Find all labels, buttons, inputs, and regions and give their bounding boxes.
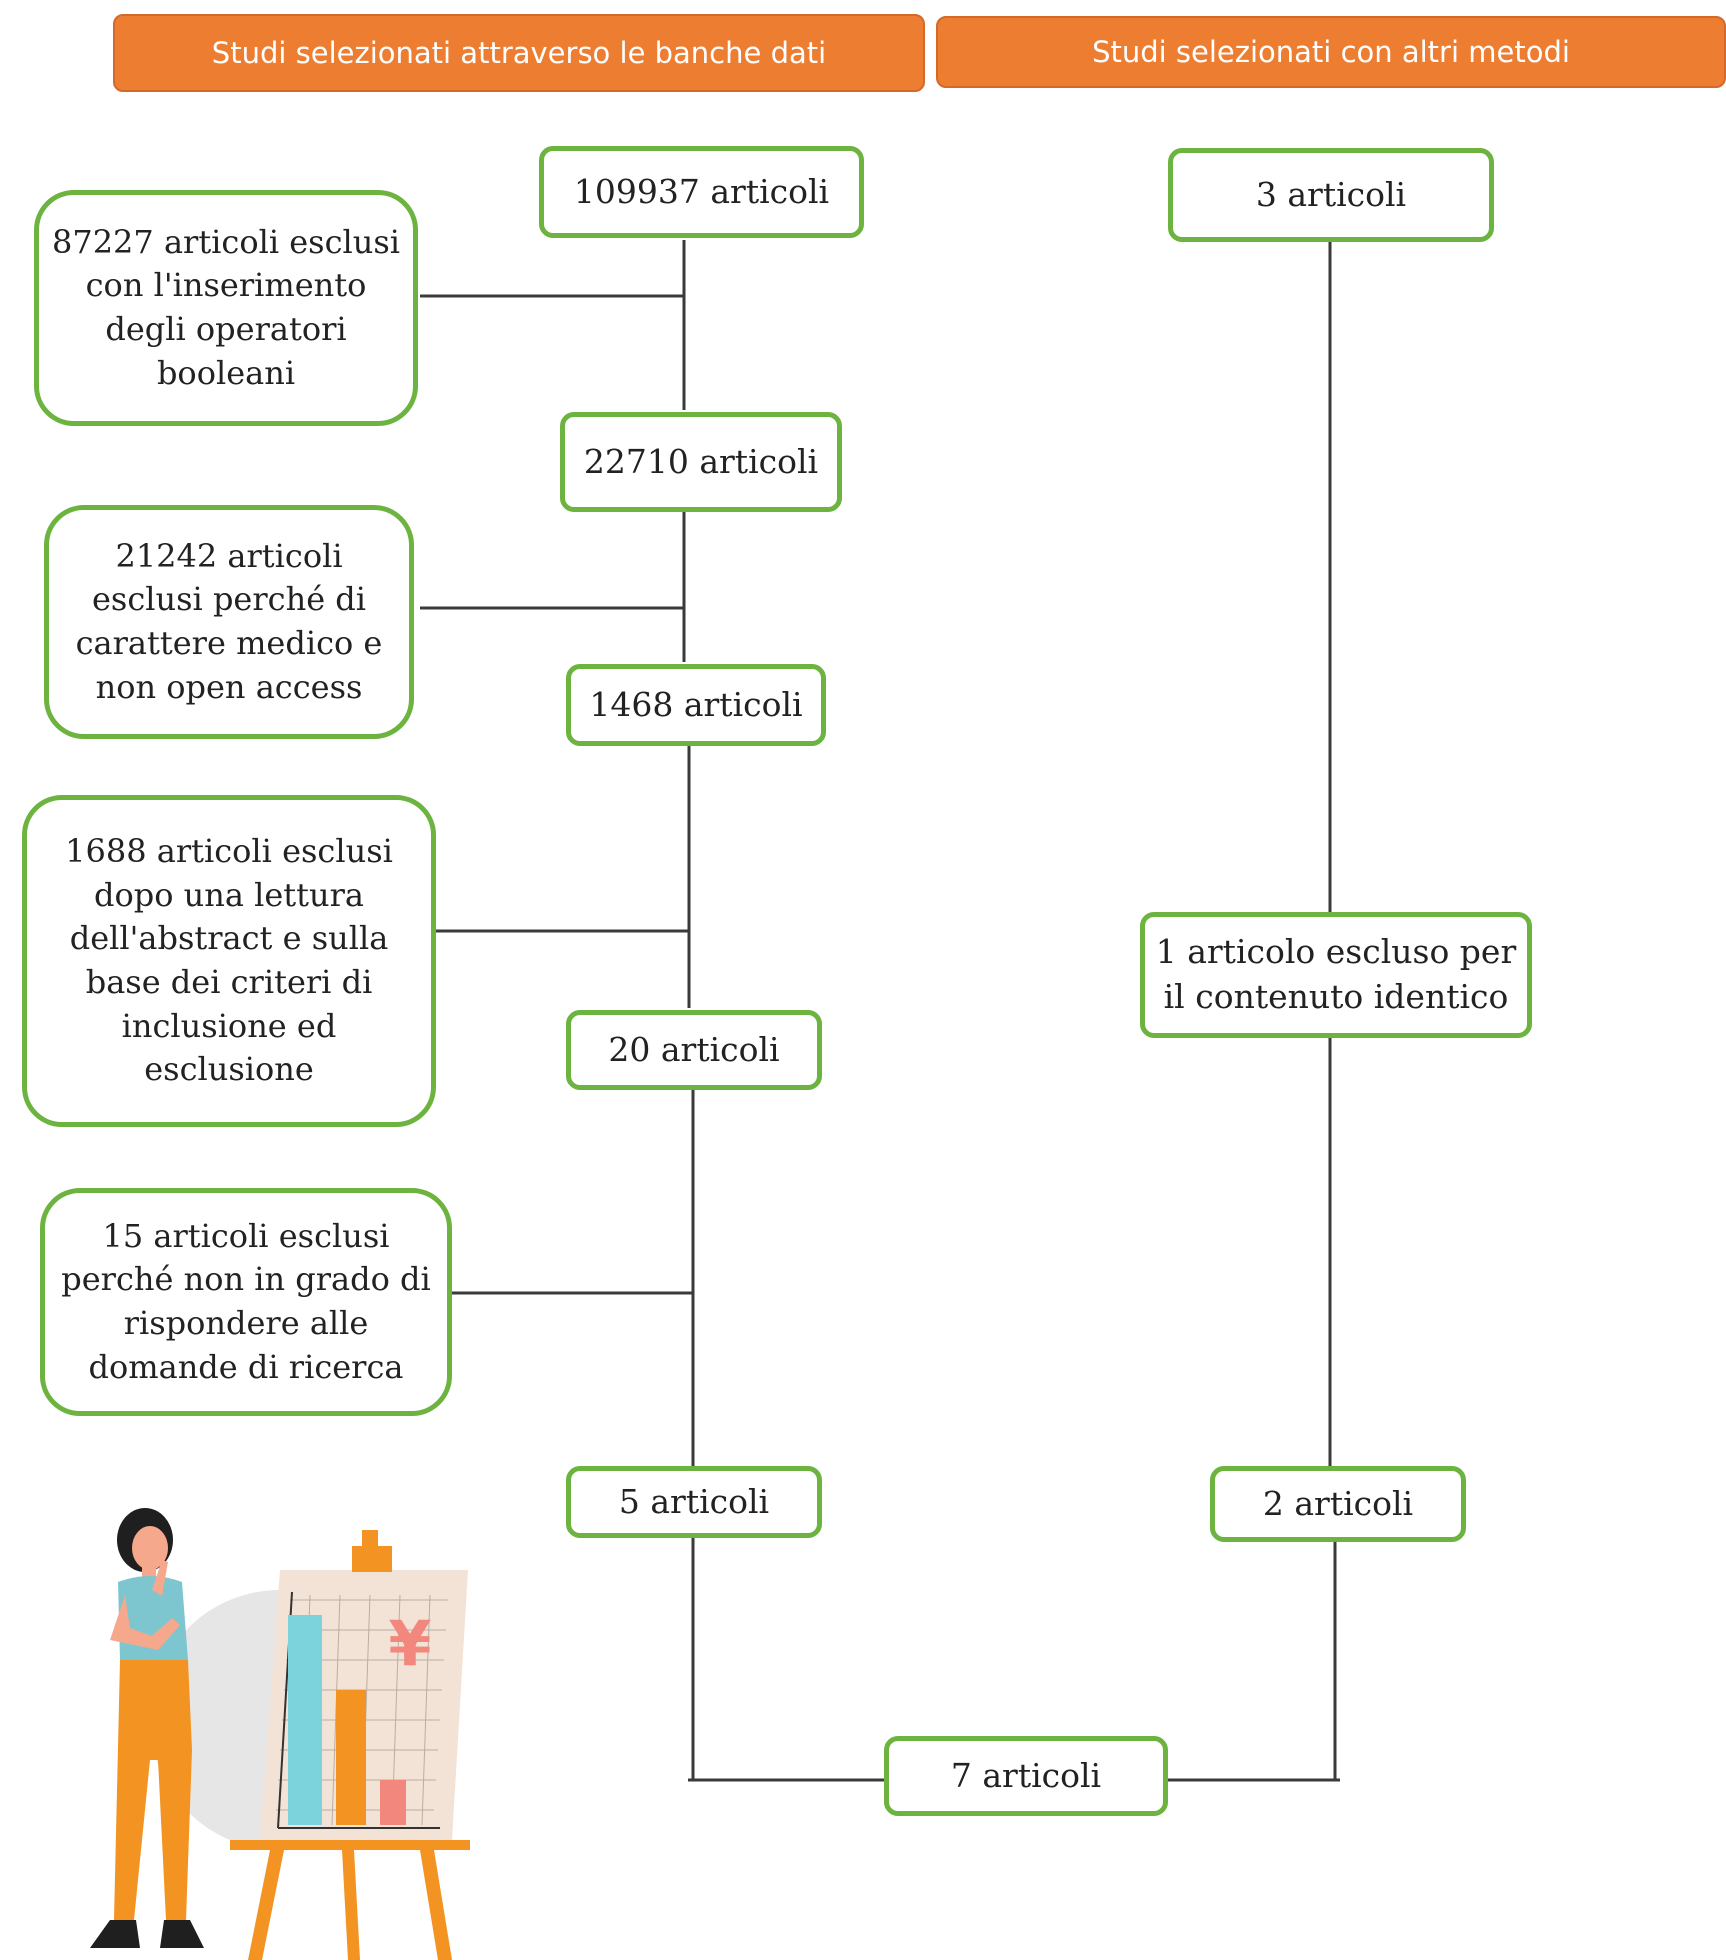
box-20-articles: 20 articoli bbox=[566, 1010, 822, 1090]
woman-shoe-left bbox=[90, 1920, 140, 1948]
box-excluded-medical: 21242 articoli esclusi perché di caratte… bbox=[44, 505, 414, 739]
box-5-articles: 5 articoli bbox=[566, 1466, 822, 1538]
easel-leg-left bbox=[248, 1850, 284, 1960]
woman-shoe-right bbox=[160, 1920, 204, 1948]
bar-teal bbox=[288, 1615, 322, 1825]
header-other-methods-studies: Studi selezionati con altri metodi bbox=[936, 16, 1726, 88]
box-22710-articles: 22710 articoli bbox=[560, 412, 842, 512]
woman-face bbox=[132, 1526, 168, 1570]
box-excluded-boolean: 87227 articoli esclusi con l'inserimento… bbox=[34, 190, 418, 426]
box-2-articles: 2 articoli bbox=[1210, 1466, 1466, 1542]
easel-leg-middle bbox=[342, 1850, 360, 1960]
presenter-illustration: ¥ bbox=[90, 1508, 470, 1960]
board-clip bbox=[352, 1546, 392, 1572]
bar-salmon bbox=[380, 1780, 406, 1825]
box-7-articles-final: 7 articoli bbox=[884, 1736, 1168, 1816]
box-1468-articles: 1468 articoli bbox=[566, 664, 826, 746]
box-excluded-abstract: 1688 articoli esclusi dopo una lettura d… bbox=[22, 795, 436, 1127]
easel-shelf bbox=[230, 1840, 470, 1850]
box-3-articles: 3 articoli bbox=[1168, 148, 1494, 242]
bar-orange bbox=[336, 1690, 366, 1825]
easel-leg-right bbox=[420, 1850, 452, 1960]
woman-pants bbox=[114, 1660, 192, 1920]
box-109937-articles: 109937 articoli bbox=[539, 146, 864, 238]
currency-symbol-icon: ¥ bbox=[388, 1607, 431, 1680]
woman-arm bbox=[110, 1595, 180, 1650]
box-excluded-research-questions: 15 articoli esclusi perché non in grado … bbox=[40, 1188, 452, 1416]
header-database-studies: Studi selezionati attraverso le banche d… bbox=[113, 14, 925, 92]
box-excluded-identical: 1 articolo escluso per il contenuto iden… bbox=[1140, 912, 1532, 1038]
